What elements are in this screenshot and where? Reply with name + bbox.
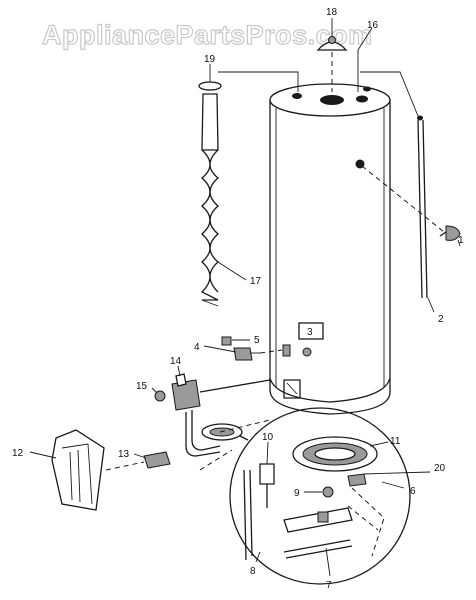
drain-valve <box>221 336 260 361</box>
thermostat-knob <box>154 390 166 402</box>
callout-labels: 18 16 19 1 17 2 3 5 4 14 15 10 11 12 13 … <box>12 7 464 591</box>
outer-door <box>51 429 105 511</box>
callout-18: 18 <box>326 7 338 18</box>
callout-8: 8 <box>250 566 256 577</box>
callout-2: 2 <box>438 314 444 325</box>
detail-circle <box>229 407 411 585</box>
callout-10: 10 <box>262 432 274 443</box>
callout-9: 9 <box>294 488 300 499</box>
callout-7: 7 <box>326 580 332 591</box>
anode-rod <box>417 115 428 299</box>
callout-19: 19 <box>204 54 216 65</box>
watermark-text: AppliancePartsPros.com <box>42 20 373 50</box>
callout-20: 20 <box>434 463 446 474</box>
thermocouple-connector <box>347 473 367 487</box>
hot-outlet-opening <box>356 95 368 103</box>
flue-baffle <box>198 81 222 307</box>
callout-14: 14 <box>170 356 182 367</box>
relief-valve <box>439 225 461 241</box>
callout-6: 6 <box>410 486 416 497</box>
leader-lines <box>29 18 461 577</box>
rating-plate <box>298 322 324 340</box>
pilot-tube <box>243 469 247 561</box>
callout-3: 3 <box>307 327 313 338</box>
callout-12: 12 <box>12 448 24 459</box>
gas-control-valve <box>171 373 271 457</box>
callout-4: 4 <box>194 342 200 353</box>
burner-orifice <box>322 486 334 498</box>
inner-door-bracket <box>143 451 171 469</box>
callout-5: 5 <box>254 335 260 346</box>
flue-opening <box>320 95 344 105</box>
thermocouple-tube <box>283 539 351 553</box>
pilot-assembly <box>259 463 275 485</box>
drain-port <box>302 347 312 357</box>
cold-inlet-opening <box>292 93 302 99</box>
callout-15: 15 <box>136 381 148 392</box>
callout-17: 17 <box>250 276 262 287</box>
anode-opening <box>363 86 371 92</box>
callout-16: 16 <box>367 20 379 31</box>
burner-assembly <box>201 423 249 441</box>
callout-11: 11 <box>390 436 401 447</box>
callout-13: 13 <box>118 449 130 460</box>
callout-1: 1 <box>458 235 464 246</box>
flue-baffle-cap <box>316 22 348 92</box>
thermostat-port <box>282 344 291 357</box>
water-heater-tank <box>269 83 391 415</box>
